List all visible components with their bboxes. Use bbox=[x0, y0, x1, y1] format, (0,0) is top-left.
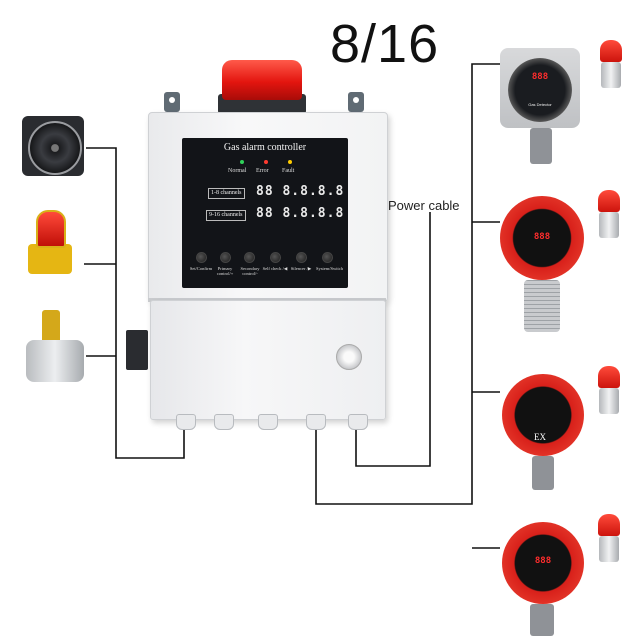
key-silencer[interactable] bbox=[296, 252, 307, 263]
alarm-lamp-icon bbox=[598, 366, 620, 388]
alarm-lamp-icon bbox=[598, 190, 620, 212]
mounting-ear bbox=[348, 92, 364, 112]
alarm-lamp-body bbox=[599, 388, 619, 414]
cable-gland bbox=[258, 414, 278, 430]
power-cable-label: Power cable bbox=[388, 198, 460, 213]
channel-count-headline: 8/16 bbox=[330, 14, 440, 74]
key-system-switch[interactable] bbox=[322, 252, 333, 263]
gas-detector-3 bbox=[502, 374, 584, 456]
door-lock[interactable] bbox=[336, 344, 362, 370]
channel-display-1-8: 88 8.8.8.8 bbox=[256, 184, 345, 199]
key-label: Self check /◀ bbox=[262, 266, 288, 271]
status-label-fault: Fault bbox=[282, 168, 295, 174]
key-label: Set/Confirm bbox=[189, 266, 213, 271]
detector-window bbox=[508, 58, 572, 122]
strobe-dome bbox=[36, 210, 66, 248]
key-label: Secondary control/- bbox=[240, 266, 260, 276]
alarm-lamp-icon bbox=[600, 40, 622, 62]
gas-detector-2 bbox=[500, 196, 584, 280]
strobe-alarm-icon bbox=[28, 244, 72, 274]
panel-title: Gas alarm controller bbox=[223, 142, 307, 153]
detector-display: 888 bbox=[534, 556, 552, 566]
key-secondary-control[interactable] bbox=[244, 252, 255, 263]
alarm-lamp-icon bbox=[598, 514, 620, 536]
cable-gland bbox=[348, 414, 368, 430]
detector-ex-label: EX bbox=[534, 432, 546, 442]
cable-gland bbox=[176, 414, 196, 430]
status-led-error bbox=[264, 160, 268, 164]
beacon-icon bbox=[222, 60, 302, 100]
status-led-normal bbox=[240, 160, 244, 164]
key-label: Silencer /▶ bbox=[290, 266, 312, 271]
detector-sensor-neck bbox=[530, 128, 552, 164]
status-led-fault bbox=[288, 160, 292, 164]
status-label-error: Error bbox=[256, 168, 269, 174]
key-self-check[interactable] bbox=[270, 252, 281, 263]
detector-sensor-neck bbox=[530, 604, 554, 636]
channel-label-1-8: 1-8 channels bbox=[208, 188, 245, 199]
detector-sensor-neck bbox=[532, 456, 554, 490]
key-label: Primary control/+ bbox=[216, 266, 234, 276]
solenoid-valve-icon bbox=[26, 340, 84, 382]
key-set-confirm[interactable] bbox=[196, 252, 207, 263]
fan-blade bbox=[28, 121, 82, 175]
detector-display: 888 bbox=[531, 72, 549, 82]
detector-caption: Gas Detector bbox=[528, 102, 552, 107]
terminal-block bbox=[126, 330, 148, 370]
mounting-ear bbox=[164, 92, 180, 112]
controller-front-panel: Gas alarm controller Normal Error Fault … bbox=[182, 138, 348, 288]
cable-gland bbox=[214, 414, 234, 430]
status-label-normal: Normal bbox=[228, 168, 247, 174]
detector-display: 888 bbox=[533, 232, 551, 242]
alarm-lamp-body bbox=[599, 212, 619, 238]
solenoid-coil bbox=[42, 310, 60, 344]
channel-display-9-16: 88 8.8.8.8 bbox=[256, 206, 345, 221]
key-primary-control[interactable] bbox=[220, 252, 231, 263]
gas-detector-4 bbox=[502, 522, 584, 604]
alarm-lamp-body bbox=[601, 62, 621, 88]
key-label: System/Switch bbox=[316, 266, 344, 271]
cable-gland bbox=[306, 414, 326, 430]
detector-probe bbox=[524, 280, 560, 332]
alarm-lamp-body bbox=[599, 536, 619, 562]
channel-label-9-16: 9-16 channels bbox=[206, 210, 246, 221]
